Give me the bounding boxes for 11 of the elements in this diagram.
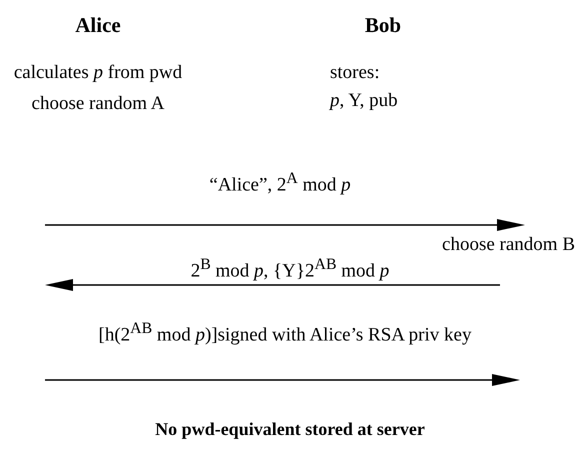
message-label: “Alice”, 2$^{A}$ mod p xyxy=(209,169,351,196)
message-label: 2$^{B}$ mod p, {Y}2$^{AB}$ mod p xyxy=(190,255,390,282)
step-text: stores: xyxy=(330,62,380,84)
step-text: choose random A xyxy=(32,93,164,115)
caption: No pwd-equivalent stored at server xyxy=(155,418,425,440)
message-label: [h(2$^{AB}$ mod p)]signed with Alice’s RSA priv key xyxy=(98,319,472,346)
step-text: calculates p from pwd xyxy=(14,62,182,84)
step-text: choose random B xyxy=(442,234,575,256)
participant-name: Alice xyxy=(75,14,121,36)
participant-name: Bob xyxy=(364,14,402,36)
step-text: p, Y, pub xyxy=(330,90,398,112)
